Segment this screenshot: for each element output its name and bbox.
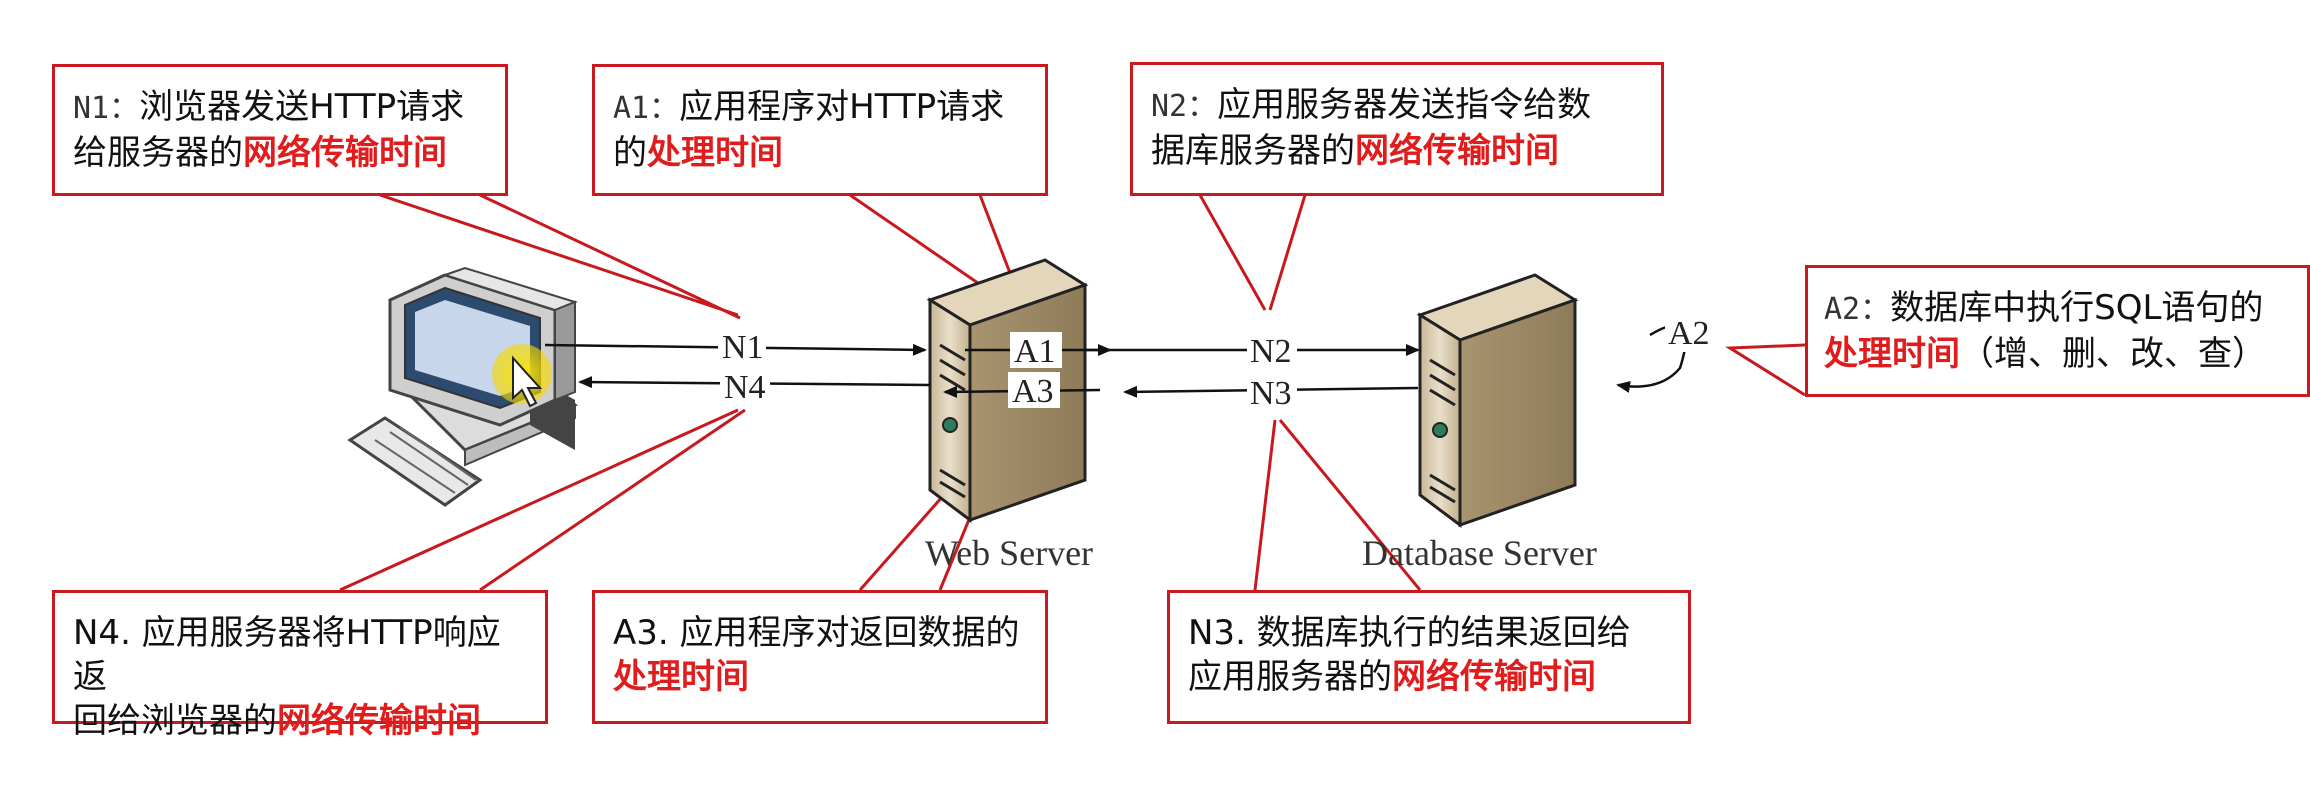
callout-n3-line1: N3. 数据库执行的结果返回给 bbox=[1188, 613, 1631, 653]
callout-n4-line2: 回给浏览器的 bbox=[73, 701, 277, 741]
node-label-n1: N1 bbox=[722, 329, 764, 366]
callout-a2: A2：数据库中执行SQL语句的 处理时间（增、删、改、查） bbox=[1805, 265, 2310, 397]
database-server-icon bbox=[1416, 273, 1579, 528]
node-label-n2: N2 bbox=[1250, 333, 1292, 370]
callout-n3-line2: 应用服务器的 bbox=[1188, 657, 1392, 697]
callout-a2-prefix: A2： bbox=[1824, 292, 1891, 327]
callout-n3-highlight: 网络传输时间 bbox=[1392, 657, 1596, 697]
callout-a3-line1: A3. 应用程序对返回数据的 bbox=[613, 613, 1020, 653]
web-server-label: Web Server bbox=[925, 533, 1094, 573]
callout-a2-line1: 数据库中执行SQL语句的 bbox=[1890, 288, 2264, 328]
node-label-a1: A1 bbox=[1014, 333, 1056, 370]
node-label-n4: N4 bbox=[724, 369, 766, 406]
callout-a3: A3. 应用程序对返回数据的 处理时间 bbox=[592, 590, 1048, 724]
node-label-a3: A3 bbox=[1012, 373, 1054, 410]
callout-n4-highlight: 网络传输时间 bbox=[277, 701, 481, 741]
callout-a1: A1：应用程序对HTTP请求 的处理时间 bbox=[592, 64, 1048, 196]
callout-n1-prefix: N1： bbox=[73, 91, 140, 126]
callout-a1-line1: 应用程序对HTTP请求 bbox=[679, 87, 1005, 127]
callout-n2-line2: 据库服务器的 bbox=[1151, 131, 1355, 171]
callout-a2-line2: （增、删、改、查） bbox=[1960, 334, 2266, 374]
callout-n4-line1: N4. 应用服务器将HTTP响应返 bbox=[73, 613, 501, 697]
callout-a2-highlight: 处理时间 bbox=[1824, 334, 1960, 374]
callout-n1-line2: 给服务器的 bbox=[73, 133, 243, 173]
callout-n2-highlight: 网络传输时间 bbox=[1355, 131, 1559, 171]
computer-icon bbox=[347, 266, 578, 507]
mouse-cursor-icon bbox=[512, 355, 543, 408]
callout-n3: N3. 数据库执行的结果返回给 应用服务器的网络传输时间 bbox=[1167, 590, 1691, 724]
callout-n4: N4. 应用服务器将HTTP响应返 回给浏览器的网络传输时间 bbox=[52, 590, 548, 741]
callout-n1-highlight: 网络传输时间 bbox=[243, 133, 447, 173]
callout-pointers bbox=[339, 193, 1806, 592]
database-server-label: Database Server bbox=[1362, 533, 1597, 573]
callout-n2-line1: 应用服务器发送指令给数 bbox=[1217, 85, 1592, 125]
callout-n1-line1: 浏览器发送HTTP请求 bbox=[139, 87, 465, 127]
callout-a1-line2: 的 bbox=[613, 133, 647, 173]
callout-a1-prefix: A1： bbox=[613, 91, 680, 126]
callout-n2: N2：应用服务器发送指令给数 据库服务器的网络传输时间 bbox=[1130, 62, 1664, 196]
node-label-a2: A2 bbox=[1668, 315, 1710, 352]
callout-a1-highlight: 处理时间 bbox=[647, 133, 783, 173]
callout-a3-highlight: 处理时间 bbox=[613, 657, 749, 697]
node-label-n3: N3 bbox=[1250, 375, 1292, 412]
callout-n1: N1：浏览器发送HTTP请求 给服务器的网络传输时间 bbox=[52, 64, 508, 196]
callout-n2-prefix: N2： bbox=[1151, 89, 1218, 124]
